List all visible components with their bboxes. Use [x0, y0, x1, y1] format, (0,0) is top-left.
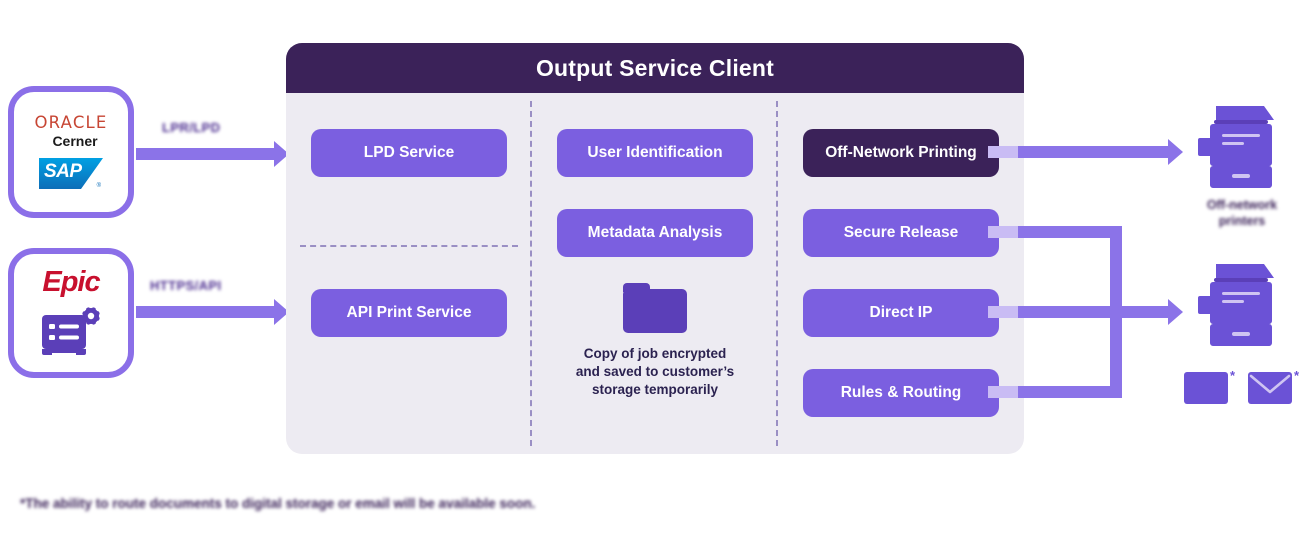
epic-wordmark: Epic	[42, 265, 100, 298]
service-chip-secure-release[interactable]: Secure Release	[803, 209, 999, 257]
email-icon-badge: *	[1294, 368, 1300, 383]
footnote: *The ability to route documents to digit…	[20, 496, 536, 511]
output-service-client-panel: Output Service Client LPD Service API Pr…	[286, 43, 1024, 454]
off-network-printers-label-line-2: printers	[1218, 213, 1266, 228]
service-chip-direct-ip[interactable]: Direct IP	[803, 289, 999, 337]
arrow-to-on-network-outputs	[1110, 299, 1183, 325]
column-delivery: Off-Network Printing Secure Release Dire…	[778, 93, 1024, 454]
service-chip-lpd-service[interactable]: LPD Service	[311, 129, 507, 177]
arrow-oracle-to-panel	[136, 141, 289, 167]
service-chip-off-network-printing[interactable]: Off-Network Printing	[803, 129, 999, 177]
sap-registered-mark: ®	[96, 182, 101, 189]
connector-stub-secure-release	[988, 226, 1018, 238]
ingest-column-divider	[300, 245, 518, 247]
storage-icon-badge: *	[1230, 368, 1236, 383]
folder-icon-body	[623, 289, 687, 333]
panel-header: Output Service Client	[286, 43, 1024, 93]
storage-note: Copy of job encrypted and saved to custo…	[555, 345, 755, 398]
panel-body: LPD Service API Print Service User Ident…	[286, 93, 1024, 454]
storage-note-line-2: and saved to customer’s	[575, 363, 735, 379]
page-title: Output Service Client	[535, 54, 775, 81]
service-chip-metadata-analysis[interactable]: Metadata Analysis	[557, 209, 753, 257]
service-chip-api-print-service[interactable]: API Print Service	[311, 289, 507, 337]
bracket-segment-secure-release	[1018, 226, 1122, 238]
source-card-epic: Epic	[8, 248, 134, 378]
sap-logo-notch	[81, 157, 103, 189]
arrow-epic-to-panel	[136, 299, 289, 325]
sap-wordmark: SAP	[44, 160, 82, 182]
folder-icon	[623, 283, 687, 333]
email-icon: *	[1248, 368, 1300, 404]
service-chip-user-identification[interactable]: User Identification	[557, 129, 753, 177]
bracket-segment-rules-and-routing	[1018, 386, 1122, 398]
source-card-oracle-cerner-sap: ORACLE Cerner SAP ®	[8, 86, 134, 218]
oracle-cerner-logo: ORACLE Cerner	[34, 115, 107, 148]
bracket-segment-direct-ip	[1018, 306, 1122, 318]
storage-note-line-3: storage temporarily	[591, 381, 719, 397]
arrow-to-off-network-printer	[1018, 139, 1183, 165]
column-ingest: LPD Service API Print Service	[286, 93, 532, 454]
service-chip-rules-and-routing[interactable]: Rules & Routing	[803, 369, 999, 417]
connector-stub-direct-ip	[988, 306, 1018, 318]
off-network-printers-label: Off-network printers	[1182, 198, 1302, 229]
cerner-wordmark: Cerner	[52, 132, 98, 149]
column-processing: User Identification Metadata Analysis Co…	[532, 93, 778, 454]
connector-stub-rules-and-routing	[988, 386, 1018, 398]
printer-icon	[1198, 264, 1274, 346]
oracle-wordmark: ORACLE	[34, 113, 108, 133]
protocol-label-https-api: HTTPS/API	[150, 278, 222, 293]
connector-stub-off-network-printing	[988, 146, 1018, 158]
storage-note-line-1: Copy of job encrypted	[583, 346, 727, 361]
sap-logo: SAP ®	[39, 157, 103, 189]
off-network-printers-label-line-1: Off-network	[1206, 198, 1278, 212]
printer-icon	[1198, 106, 1274, 188]
storage-icon: *	[1184, 368, 1236, 404]
folder-icon-tab	[623, 283, 650, 292]
ehr-settings-icon	[42, 306, 100, 355]
protocol-label-lpr-lpd: LPR/LPD	[162, 120, 221, 135]
